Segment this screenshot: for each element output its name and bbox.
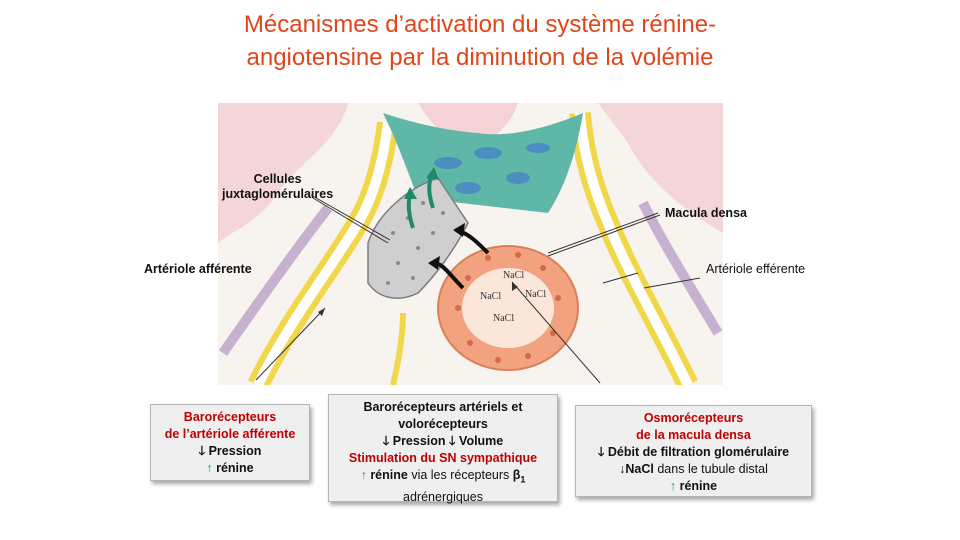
box-left-renin: rénine (216, 461, 254, 475)
box-mid-sympathetic: Stimulation du SN sympathique (348, 451, 538, 465)
down-arrow-icon: 🡓 (198, 444, 206, 458)
up-arrow-icon: ↑ (669, 479, 677, 493)
box-right-nacl: NaCl (625, 462, 654, 476)
box-mid-adrenergic: adrénergiques (403, 489, 483, 504)
box-mid-via: via les récepteurs (411, 468, 510, 482)
label-jg-cells: Cellules juxtaglomérulaires (222, 172, 334, 201)
box-mid-volume: Volume (459, 434, 504, 448)
up-arrow-icon: ↑ (360, 468, 367, 482)
box-right-renin: rénine (679, 479, 718, 493)
down-arrow-icon: 🡓 (449, 434, 456, 448)
box-left-heading-1: Barorécepteurs (183, 410, 277, 424)
nacl-text-4: NaCl (493, 313, 514, 324)
label-macula-densa: Macula densa (665, 206, 747, 220)
page-title: Mécanismes d’activation du système rénin… (0, 8, 960, 74)
box-right-gfr: Débit de filtration glomérulaire (607, 445, 790, 459)
box-afferent-baroreceptors: Barorécepteurs de l’artériole afférente … (150, 404, 310, 481)
box-arterial-baroreceptors: Barorécepteurs artériels et volorécepteu… (328, 394, 558, 504)
label-efferent-arteriole: Artériole efférente (706, 262, 806, 276)
down-arrow-icon: 🡓 (597, 445, 605, 459)
title-line-1: Mécanismes d’activation du système rénin… (243, 11, 717, 38)
up-arrow-icon: ↑ (206, 461, 213, 475)
title-line-2: angiotensine par la diminution de la vol… (246, 44, 714, 71)
nacl-text-3: NaCl (525, 289, 546, 300)
box-mid-heading-1: Barorécepteurs artériels et (363, 400, 523, 414)
box-mid-pressure: Pression (392, 434, 446, 448)
box-left-heading-2: de l’artériole afférente (164, 427, 296, 441)
nacl-text-1: NaCl (503, 270, 524, 281)
box-right-tubule: dans le tubule distal (657, 462, 768, 476)
beta-symbol: β (512, 468, 521, 482)
down-arrow-icon: ↓ (619, 462, 626, 476)
box-right-heading-1: Osmorécepteurs (643, 411, 744, 425)
box-left-pressure: Pression (208, 444, 262, 458)
beta-subscript: 1 (520, 474, 526, 485)
box-right-heading-2: de la macula densa (636, 428, 751, 442)
box-mid-heading-2: volorécepteurs (398, 417, 488, 431)
box-macula-osmoreceptors: Osmorécepteurs de la macula densa 🡓 Débi… (575, 405, 812, 497)
down-arrow-icon: 🡓 (382, 434, 390, 448)
nacl-text-2: NaCl (480, 291, 501, 302)
box-mid-renin: rénine (370, 468, 408, 482)
label-afferent-arteriole: Artériole afférente (144, 262, 252, 276)
juxtaglomerular-illustration: NaCl NaCl NaCl NaCl (218, 103, 723, 385)
